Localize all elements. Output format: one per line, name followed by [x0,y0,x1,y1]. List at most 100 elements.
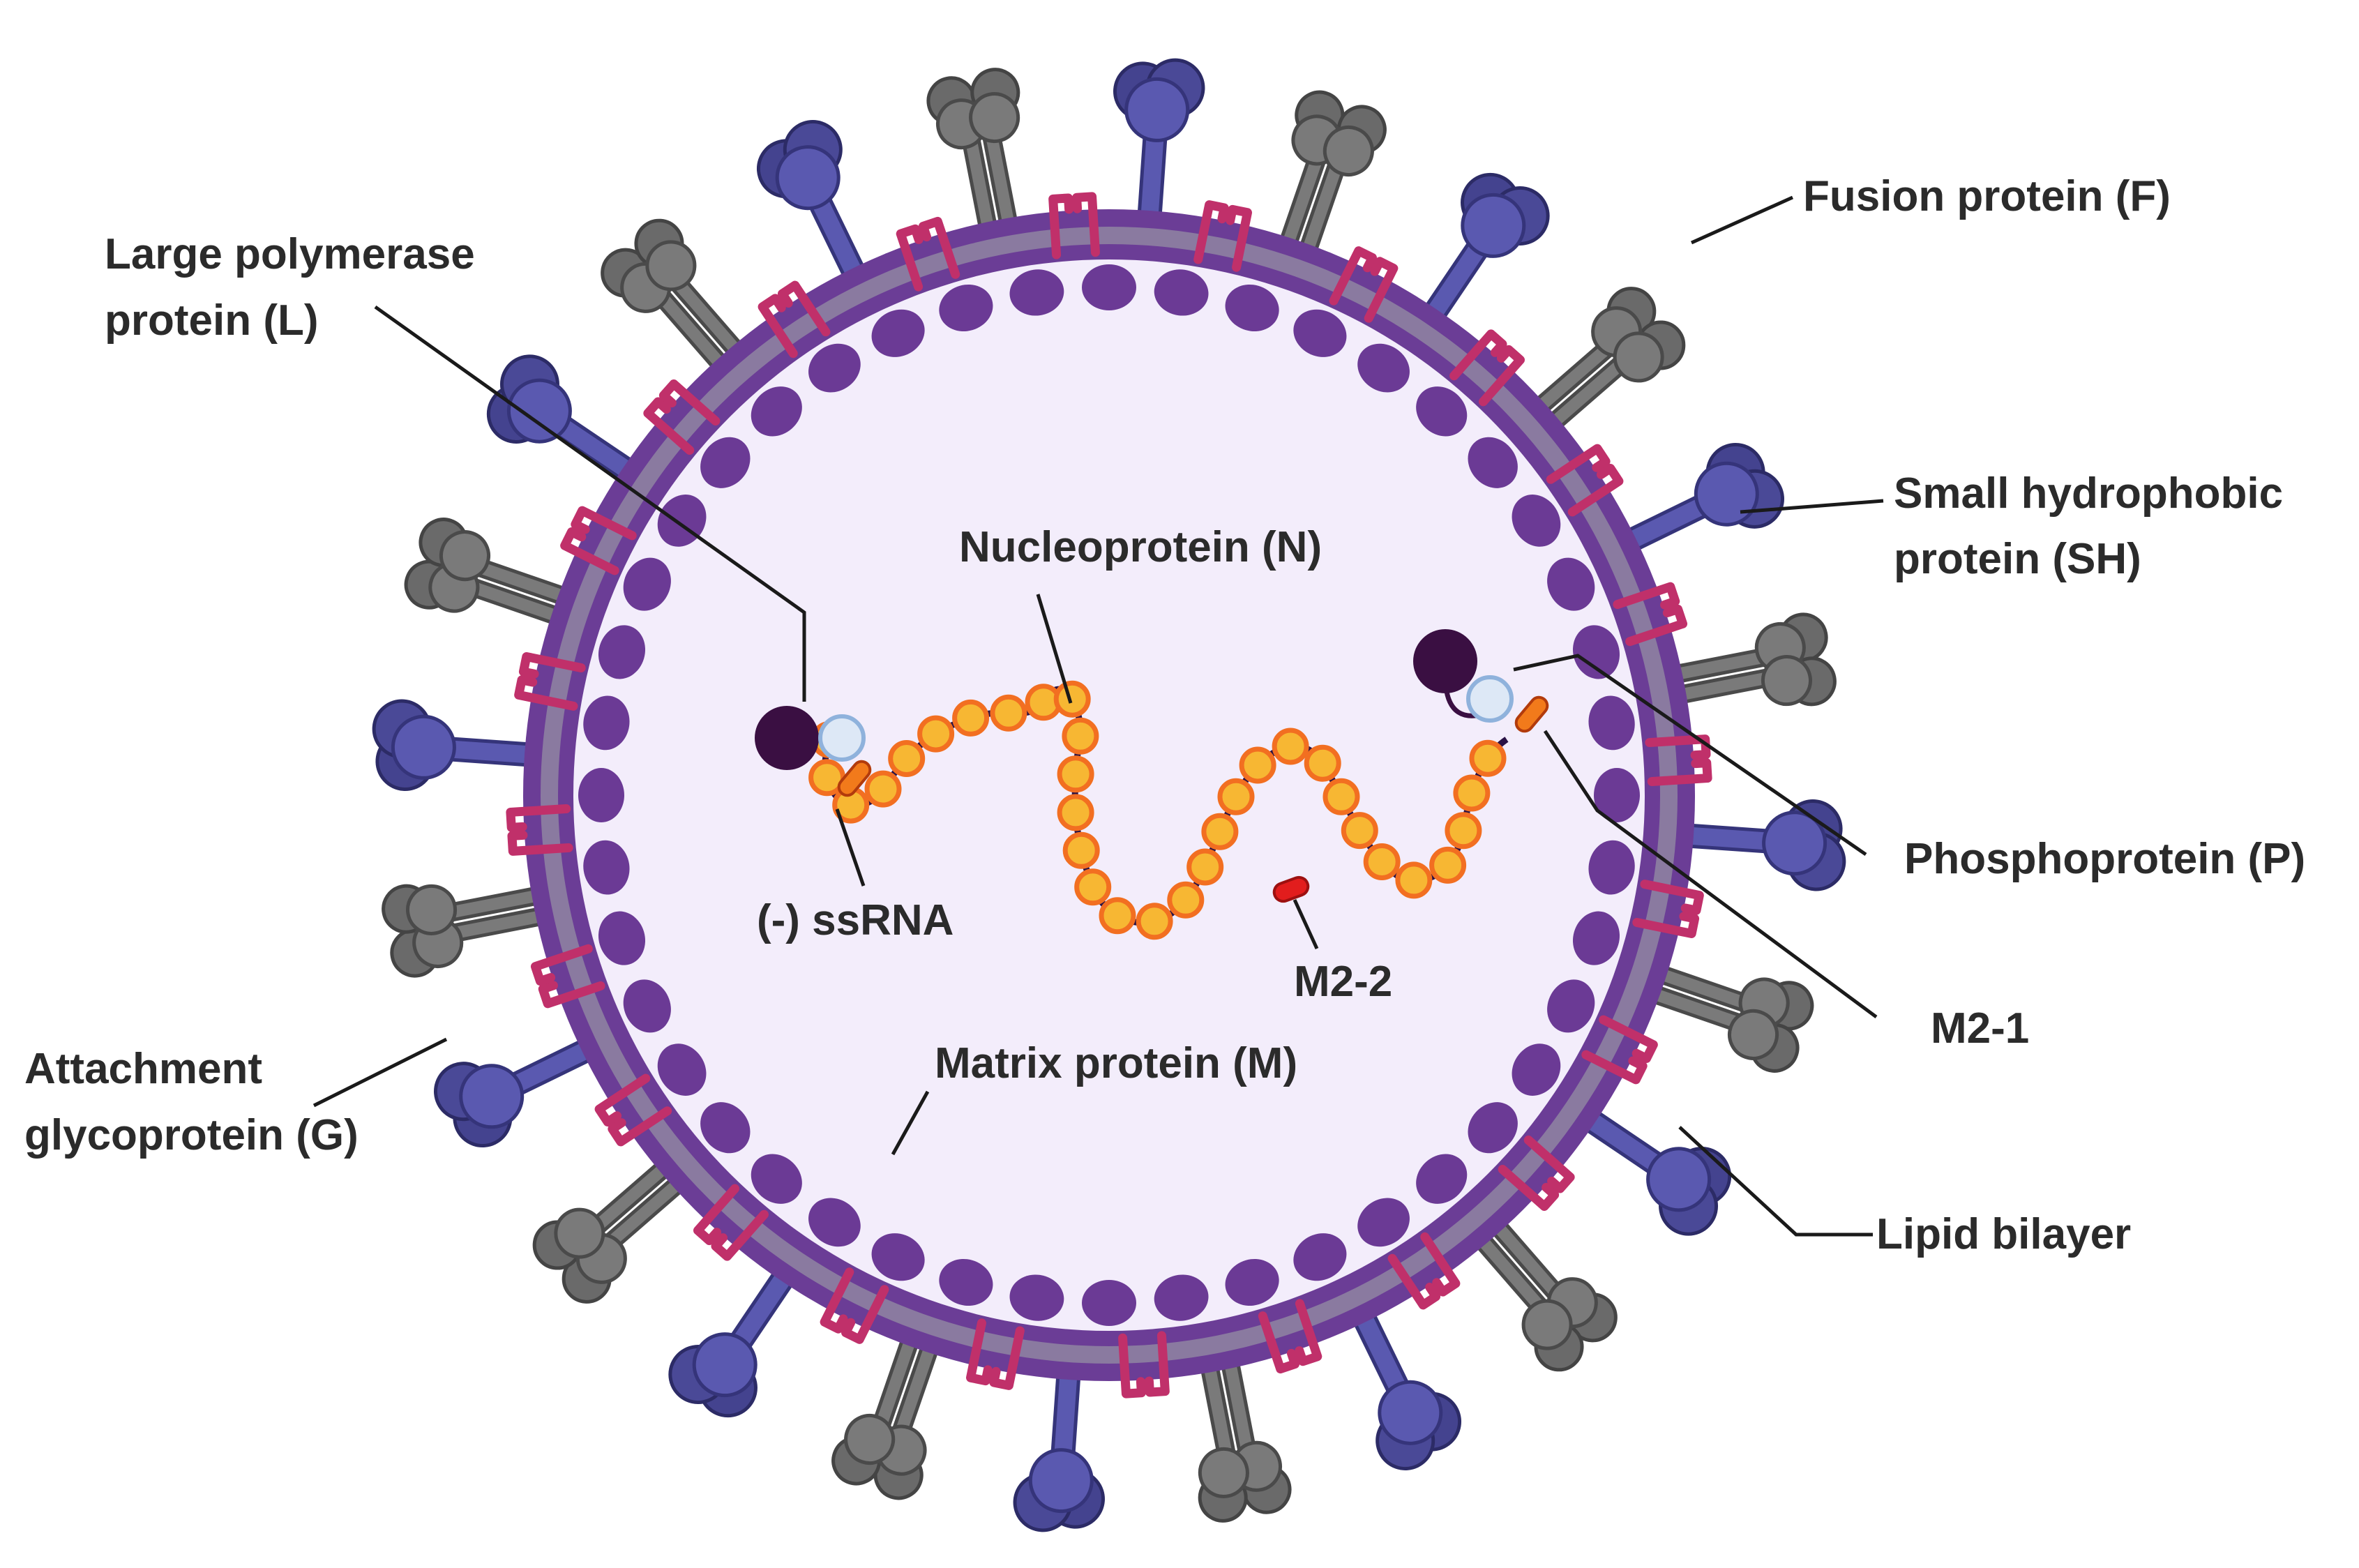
nucleoprotein-label: Nucleoprotein (N) [959,523,1322,571]
small-hydrophobic-protein [506,804,573,856]
small-hydrophobic-protein [1498,1136,1575,1211]
matrix-protein [700,1102,751,1154]
matrix-leader [891,1090,930,1156]
small-hydrophobic-protein [594,1073,672,1147]
sh-leader [1740,499,1884,514]
m2-2-leader [1292,898,1319,950]
nucleoprotein [1057,794,1094,831]
matrix-protein [1009,269,1064,316]
phosphoprotein-left [818,714,866,762]
matrix-protein [1468,437,1518,488]
matrix-protein [700,437,751,488]
nucleoprotein [1201,813,1239,850]
m2-1-leader [1543,730,1878,1019]
small-hydrophobic-protein [1632,880,1704,938]
matrix-protein [1357,343,1410,393]
phosphoprotein-label: Phosphoprotein (P) [1904,835,2305,883]
small-hydrophobic-protein [1118,1331,1170,1399]
matrix-protein [1154,269,1209,316]
small-hydrophobic-protein [758,280,831,359]
small-hydrophobic-protein [1329,246,1399,323]
nucleoprotein [1445,812,1482,850]
small-hydrophobic-protein [1193,200,1252,272]
small-hydrophobic-label-line2: protein (SH) [1894,535,2141,583]
matrix-protein [1154,1274,1209,1321]
small-hydrophobic-protein [1387,1232,1461,1310]
phosphoprotein-leader [1513,654,1867,857]
small-hydrophobic-protein [514,652,586,711]
matrix-protein [1225,1258,1279,1306]
matrix-protein [1009,1274,1064,1321]
m2-2-protein [1272,875,1310,903]
matrix-protein-label: Matrix protein (M) [935,1039,1297,1087]
nucleoprotein [1341,812,1378,850]
matrix-protein [1588,695,1635,751]
nucleoprotein [952,699,990,737]
ssrna-label: (-) ssRNA [757,896,954,944]
small-hydrophobic-proteins [506,192,1712,1399]
nucleoprotein [1053,680,1091,718]
nucleoprotein-leader [1036,594,1073,704]
nucleoprotein [1217,778,1255,815]
nucleoprotein [1395,861,1433,899]
lipid-leader [1678,1126,1873,1237]
matrix-protein [1572,625,1620,679]
matrix-protein [583,695,630,751]
matrix-protein [583,840,630,895]
nucleoprotein [1062,717,1099,755]
attachment-glycoprotein [372,699,562,791]
attachment-leader [312,1037,448,1108]
nucleoprotein [1429,846,1467,884]
small-hydrophobic-protein [1546,444,1624,517]
attachment-glycoprotein [486,354,658,495]
nucleoprotein [1239,746,1276,784]
m2-1-left [837,760,872,797]
envelope-surface-proteins [372,58,1846,1532]
matrix-protein [871,309,925,357]
small-hydrophobic-protein [966,1318,1025,1390]
matrix-protein [578,768,624,822]
small-hydrophobic-protein [693,1184,769,1261]
small-hydrophobic-protein [1645,734,1712,786]
small-hydrophobic-protein [896,216,960,292]
matrix-protein [657,1043,707,1096]
matrix-protein [598,911,646,965]
matrix-protein [1588,840,1635,895]
small-hydrophobic-protein [560,506,637,575]
nucleoprotein [1186,848,1224,886]
matrix-protein [1082,264,1136,310]
nucleoprotein [864,770,902,808]
attachment-label-line2: glycoprotein (G) [24,1111,359,1159]
small-hydrophobic-protein [1048,192,1100,259]
matrix-protein [1225,284,1279,332]
lipid-bilayer-label: Lipid bilayer [1876,1210,2131,1258]
matrix-protein [1293,1233,1347,1281]
matrix-protein [1594,768,1640,822]
large-polymerase-protein-left [755,706,819,770]
attachment-label-line1: Attachment [24,1045,262,1093]
small-hydrophobic-protein [643,379,721,455]
nucleoprotein [1322,778,1360,815]
small-hydrophobic-protein [1613,582,1688,647]
nucleoprotein [1304,744,1341,782]
matrix-protein [1547,979,1595,1033]
nucleoprotein [1074,868,1112,906]
matrix-protein [1082,1280,1136,1326]
small-hydrophobic-protein [1258,1299,1322,1374]
fusion-protein-label: Fusion protein (F) [1803,172,2171,220]
polymerase-leader [374,305,806,702]
m2-1-right [1514,695,1549,733]
nucleoprotein [1062,831,1100,869]
nucleoprotein [1453,774,1491,812]
matrix-protein [1512,495,1561,547]
matrix-protein [939,1258,993,1306]
small-hydrophobic-protein [530,944,605,1009]
nucleoprotein [1057,755,1094,793]
nucleoprotein-chain [808,680,1507,940]
large-polymerase-label-line2: protein (L) [105,296,319,345]
fusion-leader [1690,195,1794,245]
matrix-protein [623,557,671,611]
phosphoprotein-right [1466,675,1514,723]
nucleoprotein [990,694,1027,732]
